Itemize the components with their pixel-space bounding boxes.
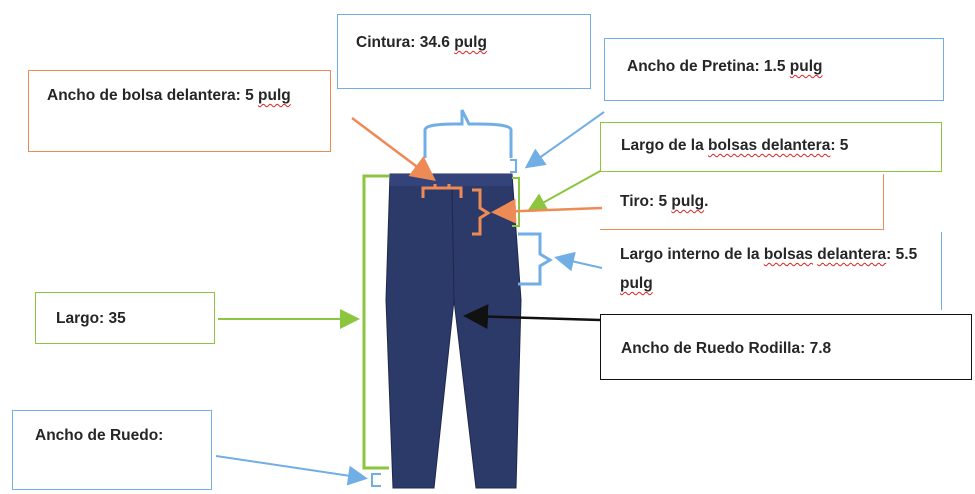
largo-bolsas-post: : 5 (830, 137, 849, 154)
label-largo-bolsas: Largo de la bolsas delantera: 5 (600, 122, 942, 172)
bolsa-ancho-value: 5 (245, 87, 259, 104)
tiro-post: . (704, 193, 709, 210)
tiro-unit: pulg (671, 193, 705, 210)
largo-text: Largo: 35 (56, 310, 126, 327)
inner-pocket-bracket (518, 232, 553, 286)
ruedo-line2: Ruedo: (109, 427, 164, 444)
label-rodilla: Ancho de Ruedo Rodilla: 7.8 (600, 314, 972, 380)
length-bracket (362, 174, 389, 470)
hem-bracket (371, 473, 381, 487)
label-ruedo: Ancho de Ruedo: (12, 410, 212, 490)
largo-bolsas-pre: Largo de la (621, 137, 708, 154)
largo-interno-unit: pulg (620, 275, 653, 292)
label-tiro: Tiro: 5 pulg. (600, 174, 884, 230)
waistband-bracket (510, 159, 517, 173)
largo-interno-pre: Largo interno de la (620, 246, 764, 263)
largo-interno-word: bolsas (763, 246, 813, 263)
pocket-width-bracket (421, 184, 463, 198)
ruedo-line1: Ancho de (35, 427, 106, 444)
waistband (390, 174, 512, 186)
arrow-pretina (524, 111, 605, 169)
bolsa-ancho-unit: pulg (258, 87, 291, 104)
pants-shape (385, 173, 522, 489)
cintura-text: Cintura: 34.6 (356, 34, 455, 51)
arrow-tiro (491, 198, 603, 224)
largo-interno-mid: : 5.5 (886, 246, 918, 263)
pretina-unit: pulg (789, 58, 823, 75)
waist-bracket (423, 109, 513, 158)
arrow-largo-bolsas (526, 169, 603, 212)
arrow-ruedo (215, 455, 368, 486)
largo-interno-word2: delantera (817, 246, 887, 263)
arrow-bolsa-ancho (351, 117, 436, 181)
pants-illustration (385, 173, 522, 489)
cintura-unit: pulg (454, 34, 487, 51)
arrow-rodilla (463, 304, 601, 330)
largo-bolsas-word: bolsas delantera (708, 137, 831, 154)
arrow-largo-interno (554, 251, 603, 272)
rodilla-text: Ancho de Ruedo Rodilla: 7.8 (621, 340, 832, 357)
pretina-text: Ancho de Pretina: 1.5 (627, 58, 790, 75)
label-pretina: Ancho de Pretina: 1.5 pulg (604, 38, 944, 101)
label-largo-interno: Largo interno de la bolsas delantera: 5.… (602, 232, 942, 310)
label-bolsa-ancho: Ancho de bolsa delantera: 5 pulg (28, 70, 331, 152)
fly-seam (451, 185, 455, 301)
rise-bracket (472, 188, 491, 236)
label-largo: Largo: 35 (35, 292, 215, 344)
bolsa-ancho-line1: Ancho de bolsa delantera: (47, 87, 241, 104)
tiro-text: Tiro: 5 (620, 193, 672, 210)
label-cintura: Cintura: 34.6 pulg (337, 14, 591, 89)
pocket-length-marker (512, 177, 520, 227)
